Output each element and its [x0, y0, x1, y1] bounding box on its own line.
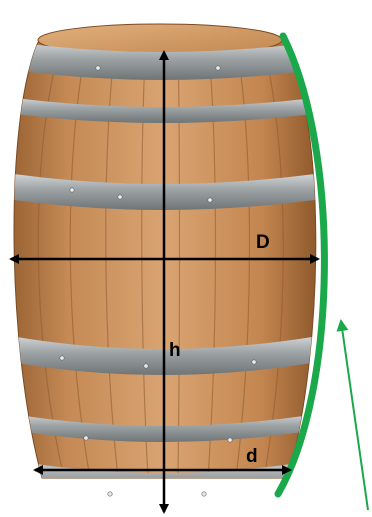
label-diameter-head: d — [246, 446, 258, 467]
stave-curve — [274, 32, 328, 498]
hoop-rivets — [59, 65, 257, 497]
barrel-staves — [37, 38, 284, 478]
pointer-arrow — [336, 319, 369, 511]
label-diameter-bulge: D — [256, 232, 270, 253]
label-height: h — [169, 340, 181, 361]
